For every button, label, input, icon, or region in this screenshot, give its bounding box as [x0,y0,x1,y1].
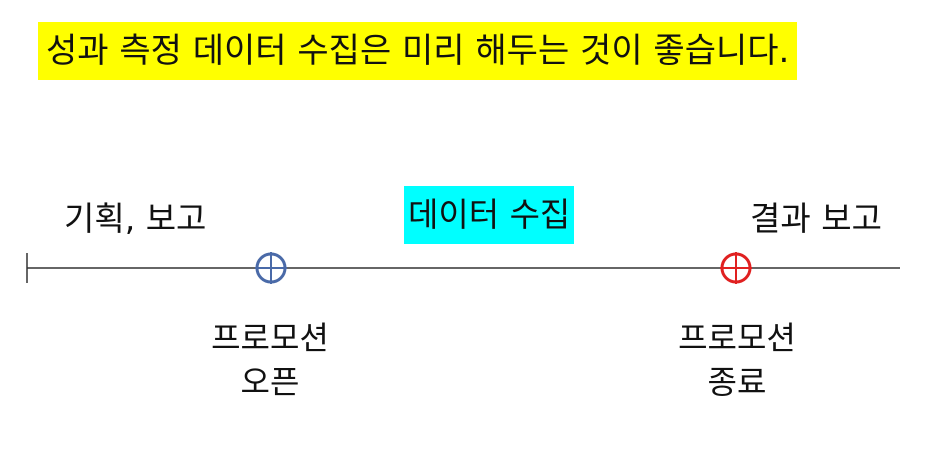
promotion-end-caption: 프로모션 종료 [662,316,812,404]
timeline [26,252,900,284]
promotion-end-caption-line2: 종료 [707,363,767,401]
phase-label-planning: 기획, 보고 [64,199,207,238]
promotion-end-caption-line1: 프로모션 [678,319,796,357]
promotion-open-marker [255,252,287,284]
headline: 성과 측정 데이터 수집은 미리 해두는 것이 좋습니다. [38,22,798,80]
promotion-open-caption-line1: 프로모션 [211,319,329,357]
promotion-open-caption: 프로모션 오픈 [195,316,345,404]
phase-label-data-collection: 데이터 수집 [404,186,575,244]
phase-label-result-report: 결과 보고 [750,199,882,238]
promotion-open-caption-line2: 오픈 [240,363,300,401]
promotion-end-marker [720,252,752,284]
